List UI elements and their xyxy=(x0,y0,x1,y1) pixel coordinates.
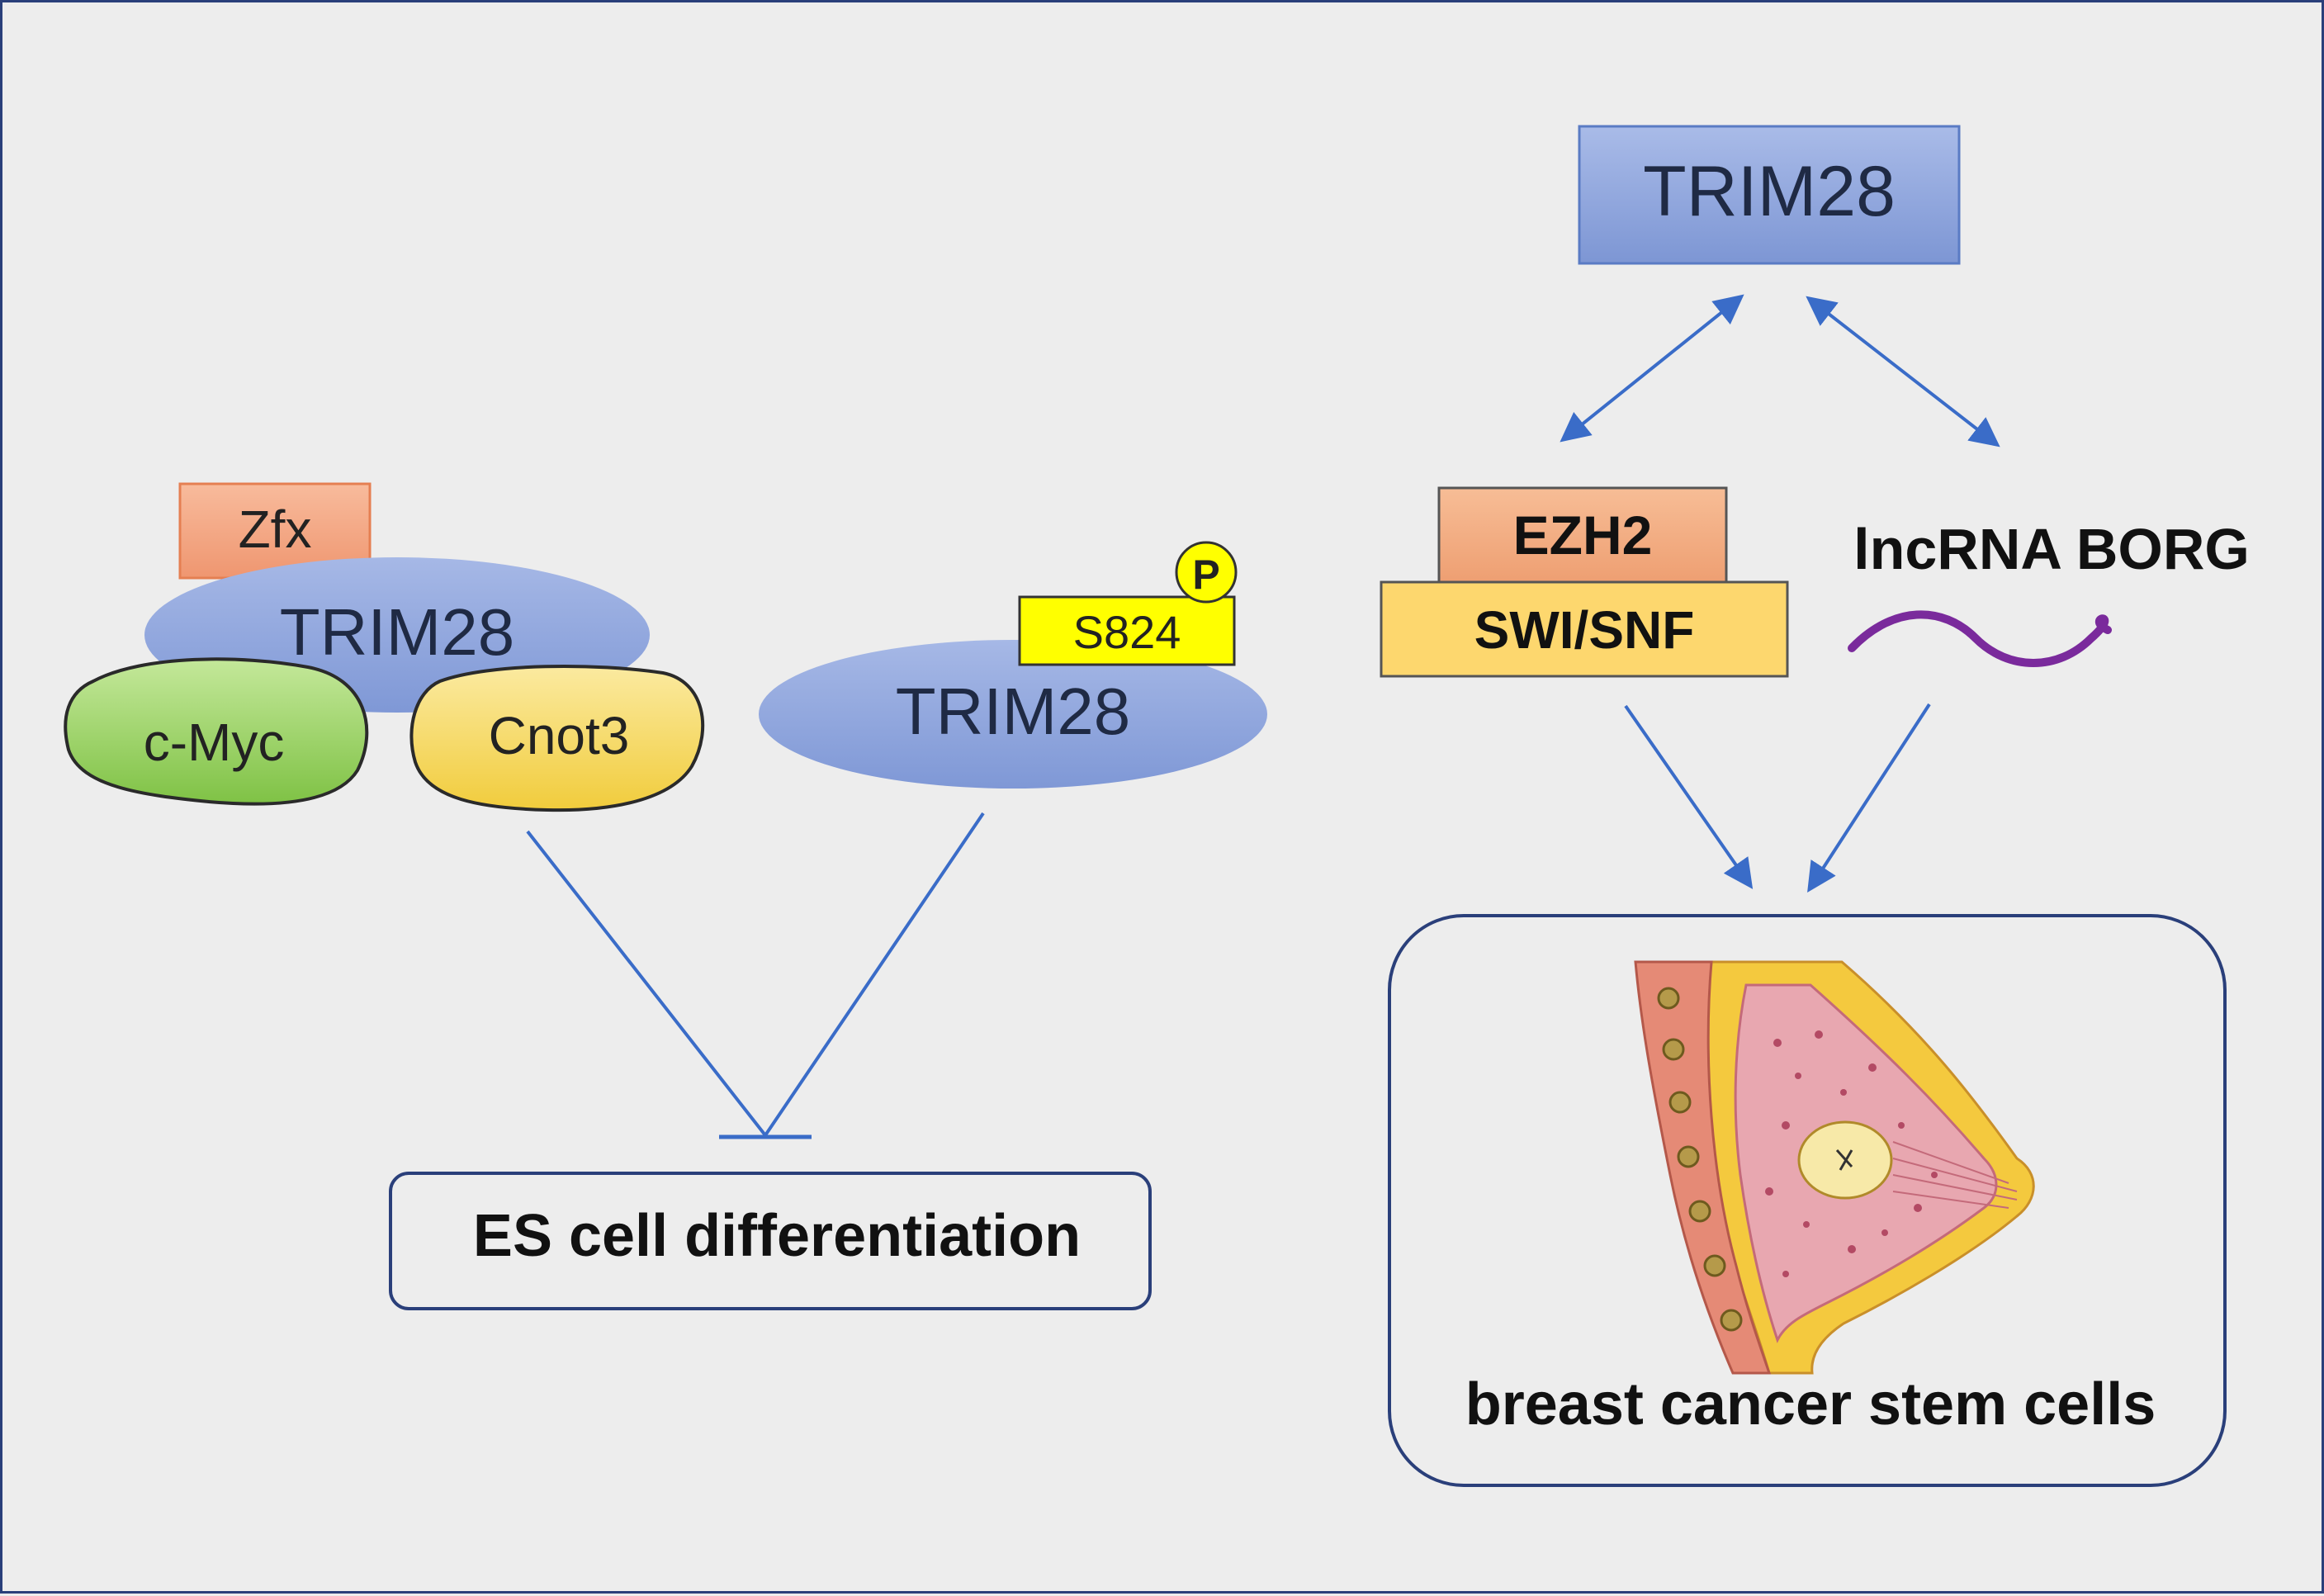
lncrna-wave xyxy=(1848,610,2112,667)
ezh2-swisnf-node: EZH2 SWI/SNF xyxy=(1380,486,1789,678)
inhibition-connector xyxy=(526,812,985,1139)
swisnf-box xyxy=(1380,580,1789,678)
ribs xyxy=(1657,987,1743,1332)
trim28-top-label: TRIM28 xyxy=(1643,152,1896,231)
cmyc-node: c-Myc xyxy=(64,657,369,806)
inhibition-line-left xyxy=(526,830,767,1137)
phospho-circle xyxy=(1175,541,1238,604)
ducts xyxy=(1892,1141,2018,1209)
breast-anatomy-illustration xyxy=(1634,960,2035,1375)
bidirectional-arrow-right xyxy=(1806,296,2000,448)
lobule-mark xyxy=(1835,1148,1853,1171)
inhibition-line-right xyxy=(764,812,985,1137)
left-panel: Zfx TRIM28 c-Myc Cnot3 TRIM28 S824 P xyxy=(64,482,1267,1310)
ezh2-label: EZH2 xyxy=(1513,504,1653,566)
trim28-complex-label: TRIM28 xyxy=(280,595,515,669)
right-panel: TRIM28 EZH2 SWI/SNF lncRNA BORG xyxy=(1380,125,2250,1487)
s824-label: S824 xyxy=(1073,606,1181,658)
zfx-label: Zfx xyxy=(239,500,312,559)
s824-box xyxy=(1018,595,1236,666)
es-differentiation-label: ES cell differentiation xyxy=(473,1203,1081,1269)
es-differentiation-node: ES cell differentiation xyxy=(389,1172,1152,1310)
lncrna-borg-node: lncRNA BORG xyxy=(1848,517,2250,667)
arrow-ezh2-to-bcsc xyxy=(1624,704,1754,889)
cnot3-label: Cnot3 xyxy=(489,706,630,765)
phospho-trim28-ellipse xyxy=(759,640,1267,789)
cmyc-label: c-Myc xyxy=(144,713,285,772)
cmyc-blob xyxy=(64,657,369,806)
swisnf-label: SWI/SNF xyxy=(1474,600,1695,660)
cnot3-node: Cnot3 xyxy=(409,664,705,812)
phospho-trim28-node: TRIM28 S824 P xyxy=(759,541,1267,789)
phospho-trim28-label: TRIM28 xyxy=(896,675,1131,748)
bcsc-box xyxy=(1388,914,2227,1487)
cnot3-blob xyxy=(409,664,705,812)
arrow-lncrna-to-bcsc xyxy=(1807,703,1931,893)
zfx-node: Zfx xyxy=(178,482,372,580)
phospho-label: P xyxy=(1192,552,1219,598)
lncrna-label: lncRNA BORG xyxy=(1853,517,2250,581)
trim28-top-node: TRIM28 xyxy=(1578,125,1961,265)
bcsc-label: breast cancer stem cells xyxy=(1465,1371,2156,1437)
trim28-top-box xyxy=(1578,125,1961,265)
bidirectional-arrow-left xyxy=(1560,294,1744,443)
muscle-layer xyxy=(1634,960,1772,1375)
es-differentiation-box xyxy=(389,1172,1152,1310)
ezh2-box xyxy=(1437,486,1728,584)
bcsc-node: breast cancer stem cells xyxy=(1388,914,2227,1487)
